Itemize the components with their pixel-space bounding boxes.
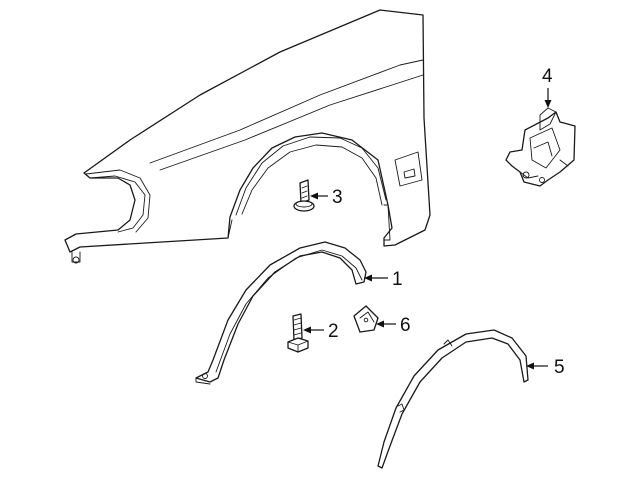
callout-2-label: 2 <box>328 321 339 342</box>
callout-1-label: 1 <box>392 269 403 290</box>
part-6-clip <box>353 305 379 333</box>
callout-3: 3 <box>310 187 343 208</box>
fender-panel <box>64 9 431 264</box>
callout-1: 1 <box>364 269 403 290</box>
callout-2: 2 <box>303 321 339 342</box>
callout-6: 6 <box>376 315 411 336</box>
part-5-trim-strip <box>377 329 529 469</box>
part-2-bolt <box>287 313 309 353</box>
callout-3-label: 3 <box>332 187 343 208</box>
callout-4: 4 <box>542 66 553 108</box>
part-3-clip <box>293 179 315 212</box>
part-4-bracket <box>505 107 576 187</box>
callout-5-label: 5 <box>554 357 565 378</box>
part-1-molding <box>195 241 367 385</box>
callout-6-label: 6 <box>400 315 411 336</box>
callout-4-label: 4 <box>542 66 553 87</box>
callout-5: 5 <box>526 357 565 378</box>
